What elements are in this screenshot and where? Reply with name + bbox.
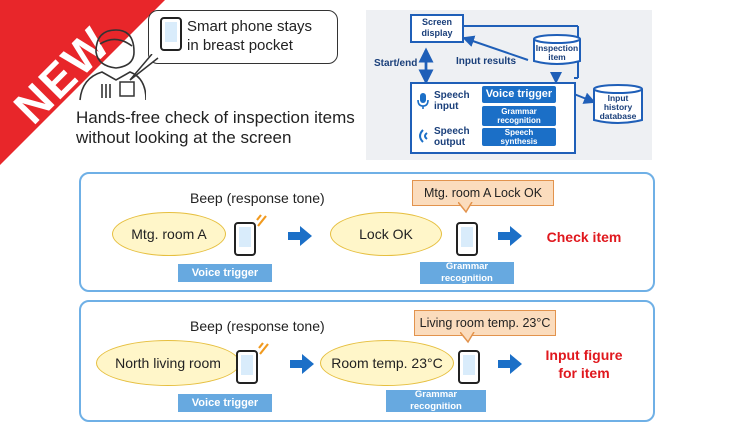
speech-input-line-2: input bbox=[434, 101, 459, 112]
history-line-2: history bbox=[603, 102, 633, 112]
beep-icon bbox=[258, 342, 269, 355]
reply-bubble: Room temp. 23°C bbox=[320, 340, 454, 386]
callout-line-2: in breast pocket bbox=[187, 37, 293, 54]
speech-input-label: Speech input bbox=[434, 90, 470, 112]
phone-icon bbox=[236, 350, 258, 384]
result-input-figure: Input figure for item bbox=[532, 346, 636, 382]
spoken-bubble: Mtg. room A bbox=[112, 212, 226, 256]
inspection-item-label: Inspection item bbox=[532, 44, 582, 62]
inspection-item-db-icon bbox=[533, 34, 581, 65]
screen-display-line-2: display bbox=[421, 28, 453, 38]
grammar-block-line-2: recognition bbox=[497, 116, 541, 125]
grammar-recognition-block: Grammar recognition bbox=[482, 106, 556, 126]
screen-display-line-1: Screen bbox=[421, 17, 453, 27]
beep-label: Beep (response tone) bbox=[190, 190, 325, 206]
new-corner-badge bbox=[0, 0, 165, 165]
screen-display-box: Screen display bbox=[410, 14, 464, 43]
grammar-tag-line-1: Grammar bbox=[414, 389, 458, 400]
reply-bubble: Lock OK bbox=[330, 212, 442, 256]
callout-tail bbox=[129, 54, 159, 81]
arrow-right-icon bbox=[290, 354, 314, 374]
history-line-3: database bbox=[599, 111, 637, 121]
input-history-db-icon bbox=[593, 84, 643, 124]
arrow-right-icon bbox=[498, 354, 522, 374]
grammar-block-line-1: Grammar bbox=[501, 107, 537, 116]
beep-label: Beep (response tone) bbox=[190, 318, 325, 334]
beep-icon bbox=[256, 214, 267, 227]
callout-line-1: Smart phone stays bbox=[187, 18, 313, 35]
result-line-1: Check item bbox=[546, 229, 622, 245]
speaker-icon bbox=[419, 129, 428, 143]
confirmation-box-tail bbox=[458, 202, 473, 214]
history-line-1: Input bbox=[607, 93, 629, 103]
headline-line-2: without looking at the screen bbox=[76, 128, 292, 147]
input-results-label: Input results bbox=[456, 56, 517, 67]
start-end-label: Start/end bbox=[374, 58, 418, 69]
speech-input-line-1: Speech bbox=[434, 90, 470, 101]
phone-icon bbox=[456, 222, 478, 256]
pocket-callout-text: Smart phone stays in breast pocket bbox=[187, 17, 312, 55]
arrow-right-icon bbox=[288, 226, 312, 246]
pocket-callout bbox=[148, 10, 338, 64]
speech-output-line-2: output bbox=[434, 137, 466, 148]
grammar-tag-line-2: recognition bbox=[441, 273, 493, 284]
inspection-item-line-2: item bbox=[548, 52, 566, 62]
arrow-right-icon bbox=[498, 226, 522, 246]
grammar-recognition-tag: Grammar recognition bbox=[420, 261, 514, 284]
inspection-item-line-1: Inspection bbox=[535, 43, 579, 53]
result-check-item: Check item bbox=[532, 228, 636, 246]
phone-icon bbox=[234, 222, 256, 256]
synthesis-block-line-2: synthesis bbox=[500, 137, 538, 146]
speech-output-label: Speech output bbox=[434, 126, 470, 148]
phone-icon bbox=[458, 350, 480, 384]
speech-synthesis-block: Speech synthesis bbox=[482, 128, 556, 146]
speech-output-line-1: Speech bbox=[434, 126, 470, 137]
headline-line-1: Hands-free check of inspection items bbox=[76, 108, 355, 127]
input-history-db-label: Input history database bbox=[592, 94, 644, 121]
confirmation-box-tail bbox=[460, 332, 475, 344]
headline: Hands-free check of inspection items wit… bbox=[76, 108, 355, 148]
grammar-recognition-tag: Grammar recognition bbox=[386, 389, 486, 412]
result-line-2: for item bbox=[558, 365, 610, 381]
voice-trigger-tag: Voice trigger bbox=[178, 394, 272, 412]
person-illustration bbox=[79, 29, 146, 101]
synthesis-block-line-1: Speech bbox=[504, 128, 534, 137]
microphone-icon bbox=[417, 93, 429, 109]
grammar-tag-line-2: recognition bbox=[410, 401, 462, 412]
grammar-tag-line-1: Grammar bbox=[445, 261, 489, 272]
result-line-1: Input figure bbox=[545, 347, 623, 363]
voice-trigger-tag: Voice trigger bbox=[178, 264, 272, 282]
confirmation-box: Living room temp. 23°C bbox=[414, 310, 556, 336]
confirmation-box: Mtg. room A Lock OK bbox=[412, 180, 554, 206]
spoken-bubble: North living room bbox=[96, 340, 240, 386]
voice-trigger-block: Voice trigger bbox=[482, 86, 556, 103]
phone-icon bbox=[160, 17, 182, 51]
